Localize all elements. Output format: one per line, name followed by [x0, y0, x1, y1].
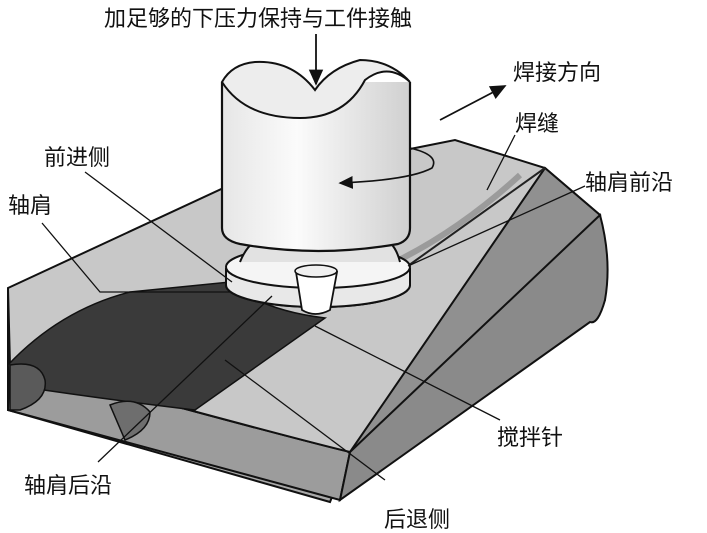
- leader-pin: [314, 325, 501, 421]
- leader-leading-edge: [407, 185, 586, 267]
- label-weld-seam: 焊缝: [515, 112, 559, 137]
- weld-seam-groove: [393, 172, 523, 265]
- weld-seam-line: [404, 167, 546, 269]
- weld-dark-zone: [7, 281, 328, 411]
- label-shoulder-leading-edge: 轴肩前沿: [585, 171, 673, 196]
- leader-shoulder: [41, 222, 230, 293]
- label-down-force: 加足够的下压力保持与工件接触: [104, 7, 412, 32]
- leader-trailing-edge: [97, 295, 273, 463]
- leader-advancing-side: [84, 171, 233, 283]
- leader-weld-seam: [486, 134, 516, 191]
- weld-cut-face: [9, 363, 47, 411]
- label-welding-direction: 焊接方向: [513, 61, 601, 86]
- label-shoulder: 轴肩: [8, 194, 52, 219]
- welding-direction-arrow: [439, 85, 507, 121]
- stirring-pin: [294, 271, 339, 315]
- stirring-pin-top: [294, 264, 338, 278]
- leader-retreating-side: [224, 359, 386, 481]
- label-advancing-side: 前进侧: [44, 146, 110, 171]
- label-retreating-side: 后退侧: [384, 508, 450, 533]
- tool-top-saddle: [220, 58, 411, 120]
- rotation-arc: [338, 147, 435, 189]
- plate-right-end: [338, 213, 609, 503]
- label-shoulder-trailing-edge: 轴肩后沿: [24, 474, 112, 499]
- tool-body: [220, 82, 412, 253]
- label-pin: 搅拌针: [497, 426, 563, 451]
